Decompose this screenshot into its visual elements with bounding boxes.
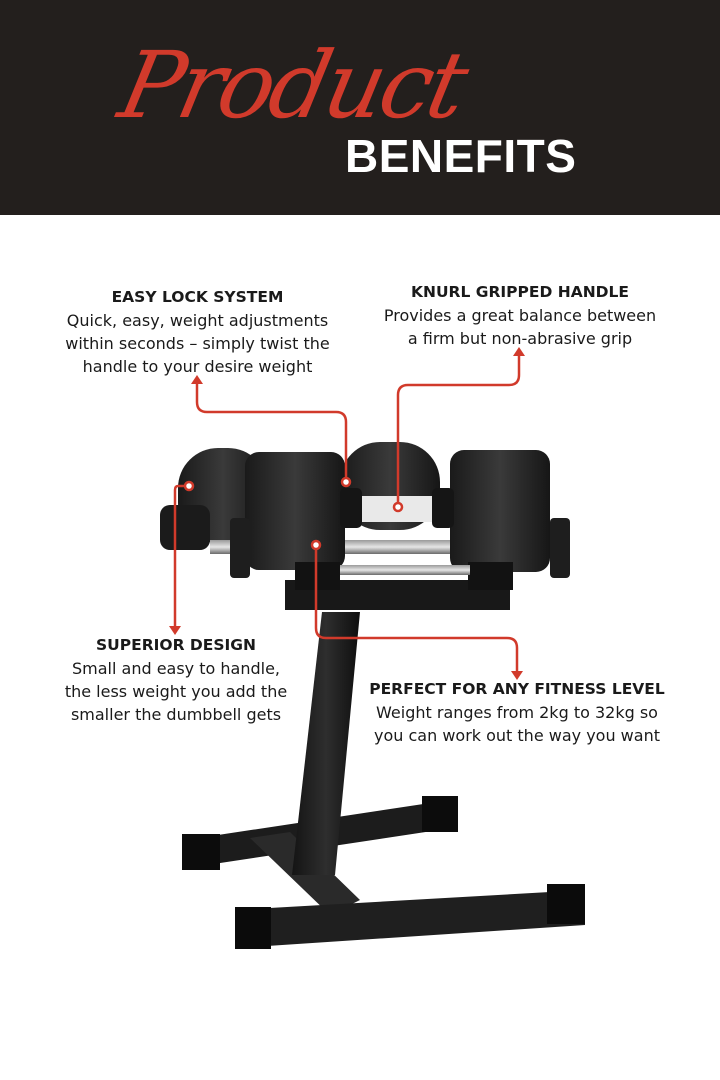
connector-superior — [173, 484, 186, 630]
connector-arrowheads — [169, 347, 525, 680]
header-banner: Product BENEFITS — [0, 0, 720, 215]
product-illustration — [160, 347, 585, 949]
title-script-word: Product — [110, 32, 474, 139]
callout-line: the less weight you add the — [64, 682, 288, 701]
connector-dots — [183, 476, 404, 551]
callout-title: PERFECT FOR ANY FITNESS LEVEL — [369, 680, 665, 698]
callout-line: you can work out the way you want — [374, 726, 660, 745]
callout-knurl-handle: KNURL GRIPPED HANDLE Provides a great ba… — [370, 281, 670, 350]
stand-column — [292, 612, 360, 875]
callout-line: handle to your desire weight — [82, 357, 313, 376]
callout-title: KNURL GRIPPED HANDLE — [410, 283, 630, 301]
callout-line: a firm but non-abrasive grip — [407, 329, 633, 348]
callout-line: within seconds – simply twist the — [65, 334, 330, 353]
front-dumbbell — [210, 450, 570, 590]
connector-easy-lock — [195, 380, 348, 478]
title-bold-word: BENEFITS — [345, 130, 577, 182]
callout-line: Small and easy to handle, — [71, 659, 280, 678]
callout-easy-lock: EASY LOCK SYSTEM Quick, easy, weight adj… — [50, 286, 345, 378]
callout-title: EASY LOCK SYSTEM — [111, 288, 284, 306]
callout-line: Weight ranges from 2kg to 32kg so — [376, 703, 658, 722]
stand-base — [182, 796, 585, 949]
callout-line: smaller the dumbbell gets — [70, 705, 282, 724]
callout-superior-design: SUPERIOR DESIGN Small and easy to handle… — [50, 634, 302, 726]
connector-fitness — [314, 545, 519, 675]
callout-title: SUPERIOR DESIGN — [96, 636, 256, 654]
connector-knurl — [396, 352, 521, 506]
connector-lines — [173, 352, 521, 675]
callout-line: Quick, easy, weight adjustments — [66, 311, 329, 330]
callout-fitness-level: PERFECT FOR ANY FITNESS LEVEL Weight ran… — [362, 678, 672, 747]
callout-line: Provides a great balance between — [383, 306, 657, 325]
